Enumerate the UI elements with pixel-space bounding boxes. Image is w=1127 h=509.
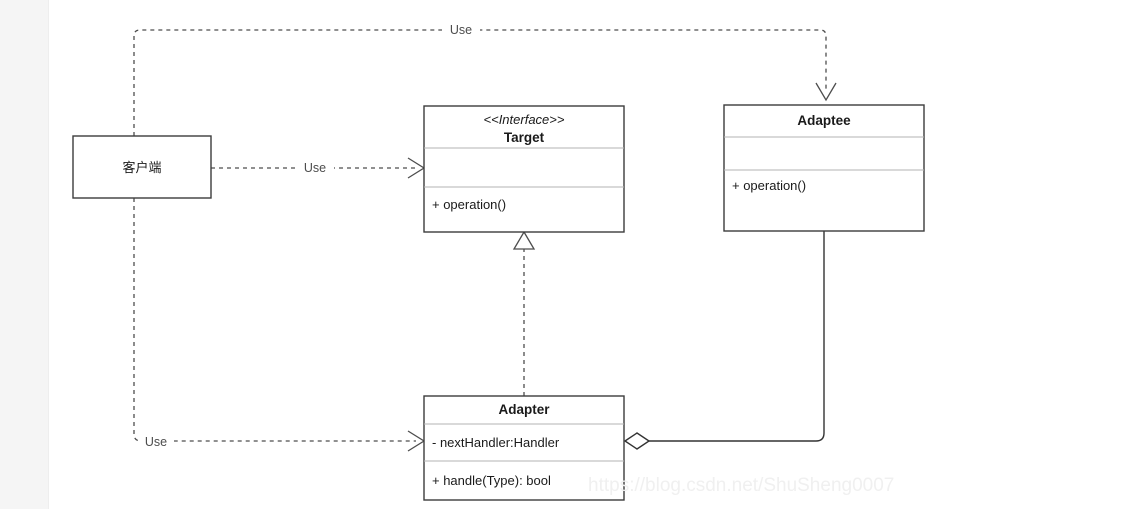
edge-label-client-target: Use xyxy=(304,161,326,175)
left-gutter xyxy=(0,0,49,509)
adapter-box-outline xyxy=(423,395,625,501)
diamond-hollow-aggregation xyxy=(623,432,651,450)
edge-label-backdrop-mid xyxy=(296,159,334,176)
class-box-target[interactable]: <<Interface>> Target + operation() xyxy=(423,105,625,233)
adaptee-title: Adaptee xyxy=(797,113,851,128)
class-box-client[interactable]: 客户端 xyxy=(72,135,212,199)
edge-line-adapter-adaptee xyxy=(648,231,825,442)
relation-adapter-to-adaptee xyxy=(623,231,825,450)
relation-client-to-adaptee: Use xyxy=(133,21,837,168)
target-operation-1: + operation() xyxy=(432,197,506,212)
relation-client-to-adapter: Use xyxy=(133,198,426,452)
adaptee-box-outline xyxy=(723,104,925,232)
adapter-title: Adapter xyxy=(498,402,550,417)
target-stereotype: <<Interface>> xyxy=(484,112,565,127)
watermark-text: https://blog.csdn.net/ShuSheng0007 xyxy=(588,475,894,496)
class-box-adaptee[interactable]: Adaptee + operation() xyxy=(723,104,925,232)
client-box-label: 客户端 xyxy=(122,160,161,175)
target-box-outline xyxy=(423,105,625,233)
edge-line-client-adapter xyxy=(133,198,416,442)
target-title: Target xyxy=(504,130,545,145)
relation-adapter-to-target xyxy=(512,230,536,396)
triangle-hollow-realization xyxy=(512,230,536,250)
class-box-adapter[interactable]: Adapter - nextHandler:Handler + handle(T… xyxy=(423,395,625,501)
arrowhead-open-adaptee xyxy=(815,82,837,102)
arrowhead-open-target xyxy=(407,157,426,179)
client-box-outline xyxy=(72,135,212,199)
adaptee-operation-1: + operation() xyxy=(732,178,806,193)
edge-label-backdrop-top xyxy=(442,21,480,38)
adapter-operation-1: + handle(Type): bool xyxy=(432,473,551,488)
relation-client-to-target: Use xyxy=(211,157,426,179)
edge-label-client-adapter: Use xyxy=(145,435,167,449)
adapter-attribute-1: - nextHandler:Handler xyxy=(432,435,560,450)
edge-label-client-adaptee: Use xyxy=(450,23,472,37)
edge-label-backdrop-bottom xyxy=(138,433,174,450)
